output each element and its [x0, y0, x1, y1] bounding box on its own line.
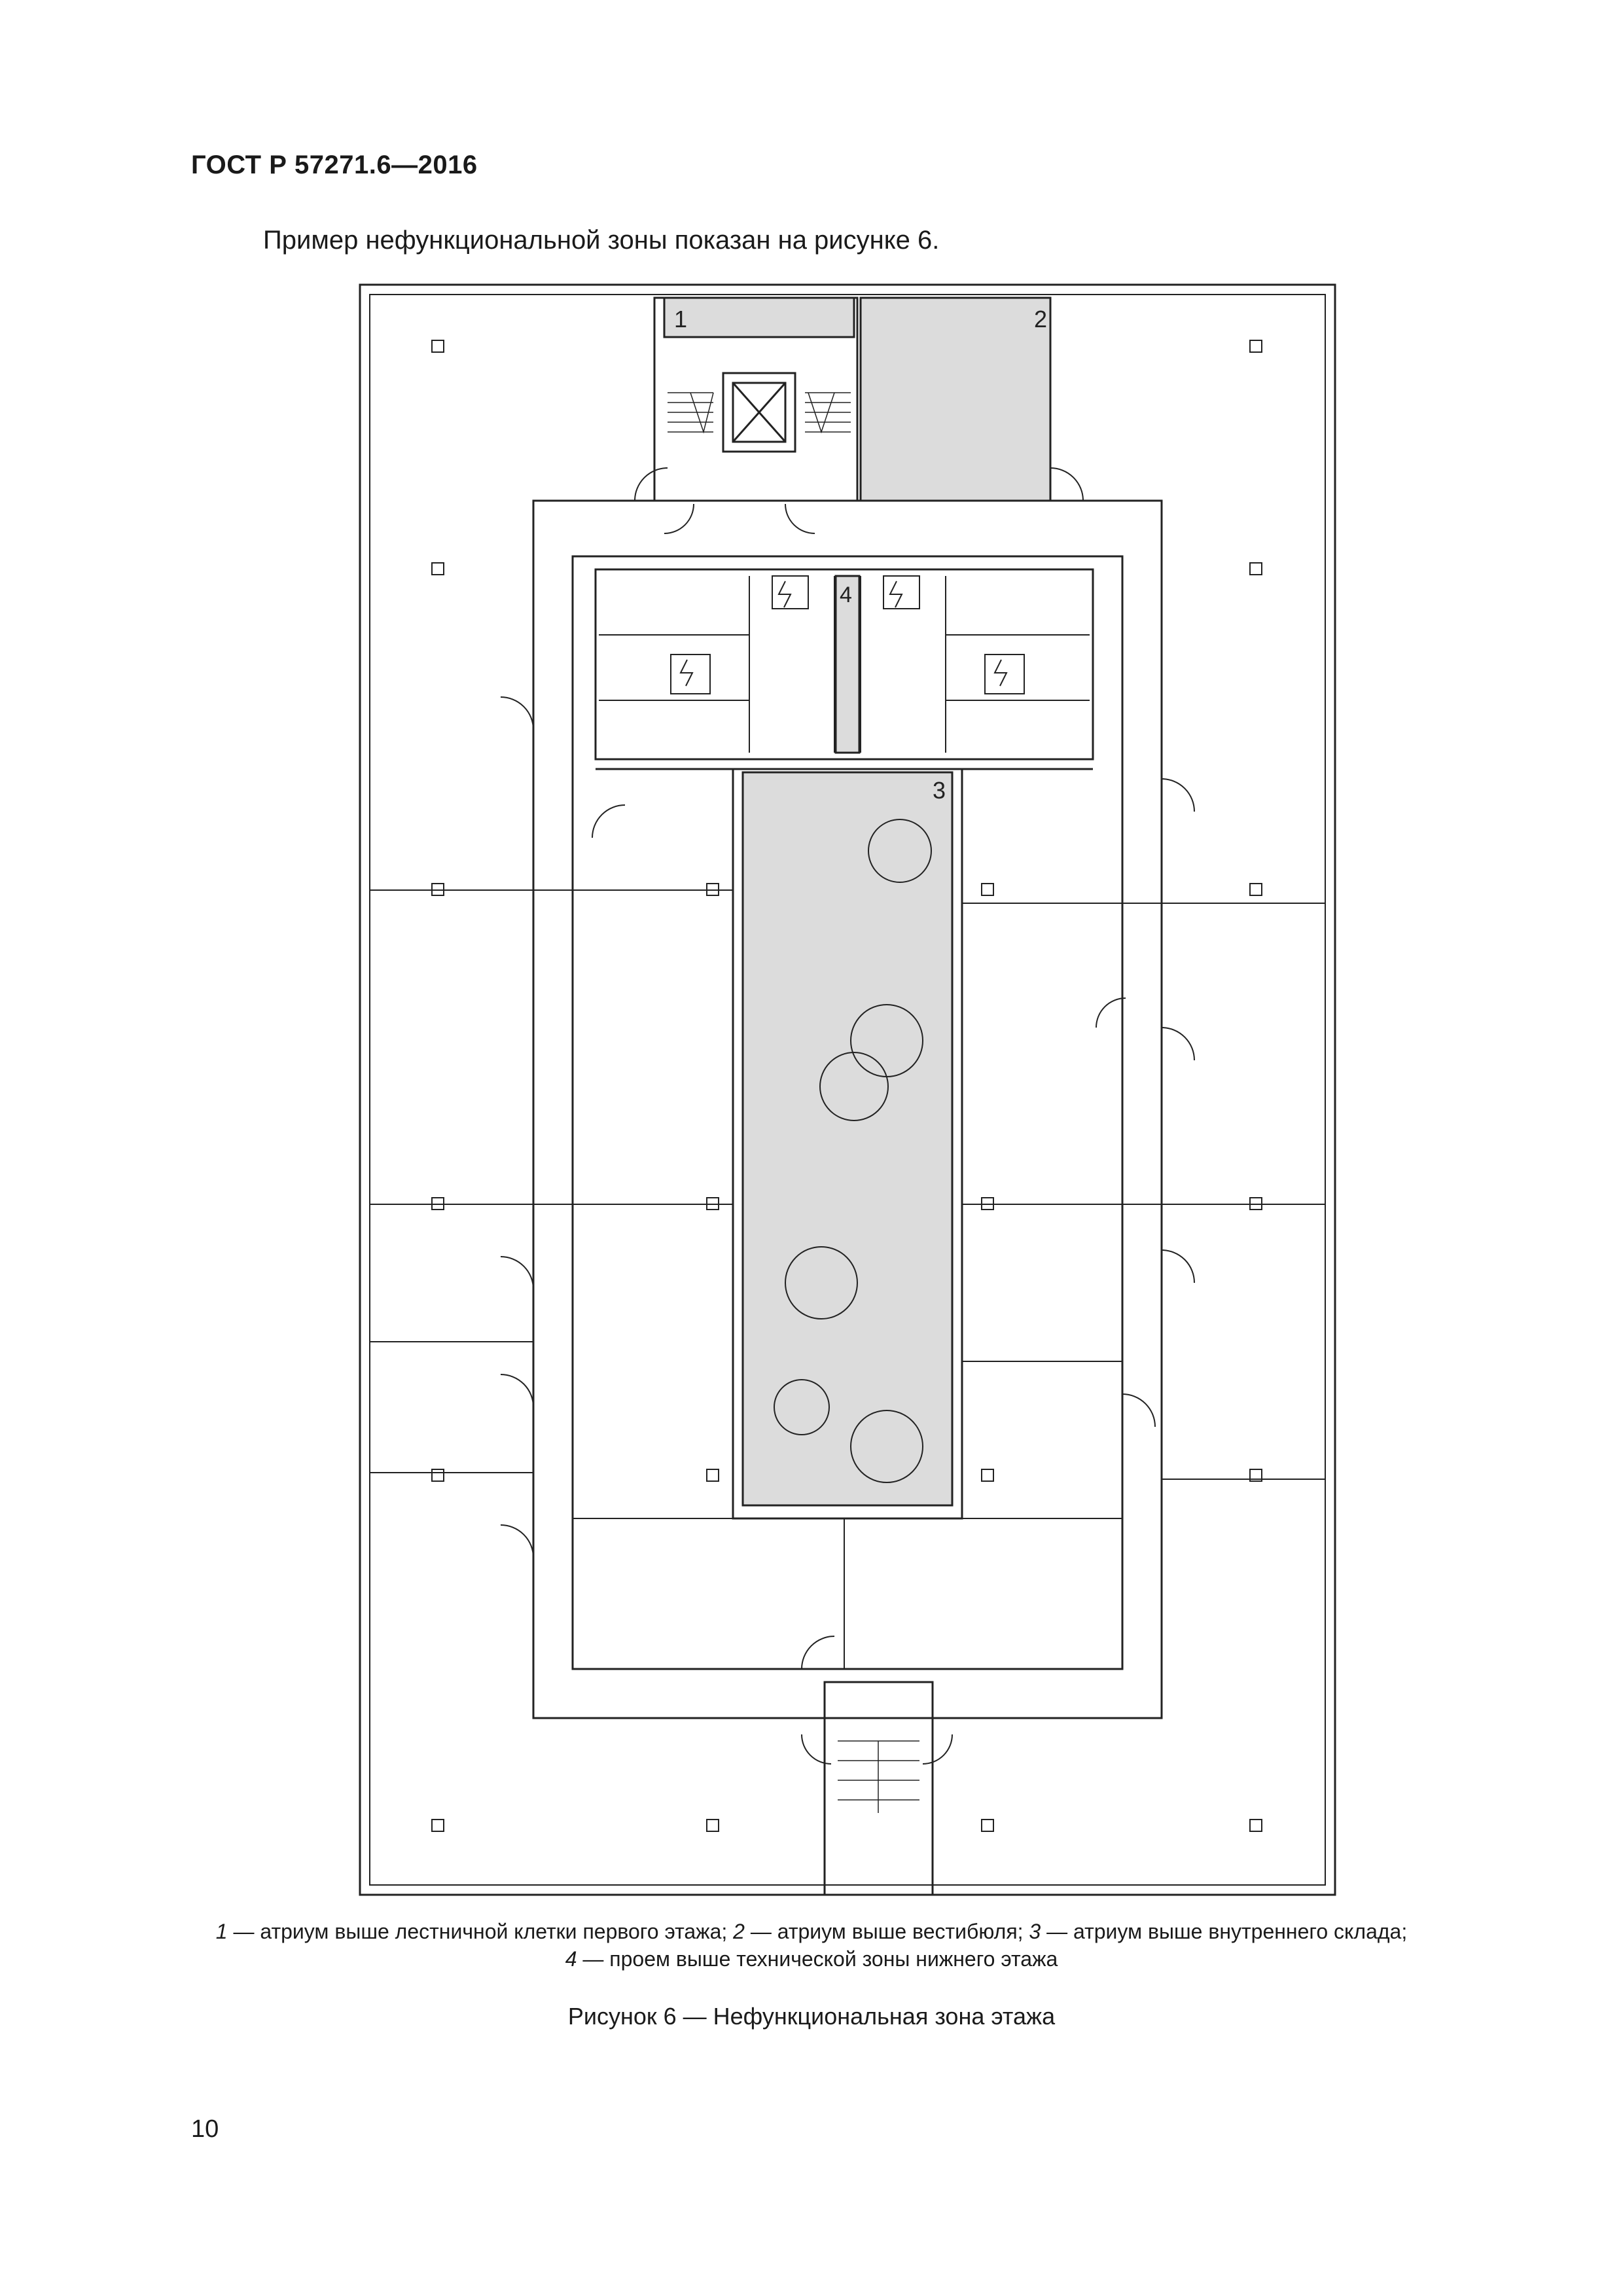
- intro-paragraph: Пример нефункциональной зоны показан на …: [263, 226, 940, 255]
- atrium-1-zone: [663, 296, 855, 338]
- floor-plan-figure: 1 2 3 4: [359, 283, 1336, 1896]
- legend-text-4: — проем выше технической зоны нижнего эт…: [577, 1947, 1058, 1971]
- legend-num-3: 3: [1029, 1920, 1041, 1943]
- page-number: 10: [191, 2115, 219, 2143]
- zone-label-4: 4: [840, 583, 852, 607]
- figure-caption: Рисунок 6 — Нефункциональная зона этажа: [567, 2003, 1056, 2030]
- document-standard-number: ГОСТ Р 57271.6—2016: [191, 151, 478, 179]
- legend-text-1: — атриум выше лестничной клетки первого …: [227, 1920, 734, 1943]
- legend-text-3: — атриум выше внутреннего склада;: [1041, 1920, 1408, 1943]
- corridor-ring-inner: [571, 555, 1124, 1670]
- atrium-2-zone: [859, 296, 1052, 502]
- zone-label-2: 2: [1034, 306, 1047, 332]
- legend-num-1: 1: [215, 1920, 228, 1943]
- corridor-ring-outer: [532, 499, 1163, 1719]
- zone-label-1: 1: [674, 306, 687, 332]
- legend-num-2: 2: [733, 1920, 745, 1943]
- atrium-3-zone: [741, 771, 954, 1507]
- zone-label-3: 3: [933, 777, 946, 804]
- stair-core-bottom: [823, 1681, 934, 1896]
- figure-legend: 1 — атриум выше лестничной клетки первог…: [183, 1918, 1440, 1973]
- elevator-shaft: [722, 372, 796, 453]
- inner-outer-wall: [369, 294, 1326, 1886]
- legend-text-2: — атриум выше вестибюля;: [744, 1920, 1029, 1943]
- opening-4-zone: [834, 575, 861, 754]
- legend-num-4: 4: [565, 1947, 577, 1971]
